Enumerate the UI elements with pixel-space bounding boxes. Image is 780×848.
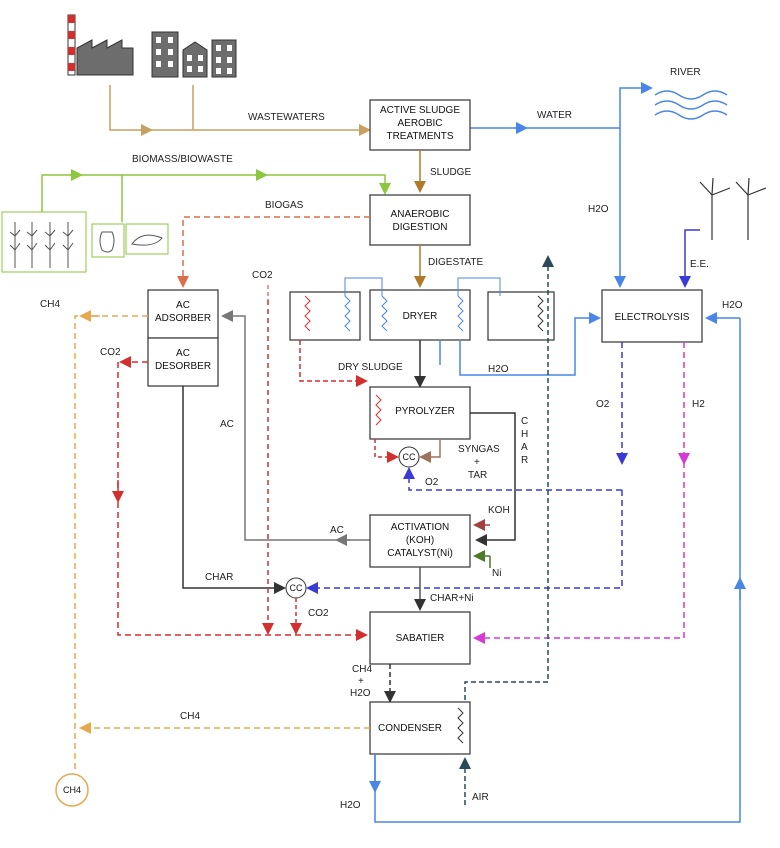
label-digestate: DIGESTATE bbox=[428, 257, 484, 268]
wastewater-flow bbox=[109, 85, 371, 136]
label-koh: KOH bbox=[488, 505, 510, 516]
dryer-label: DRYER bbox=[403, 311, 438, 322]
buildings-icon bbox=[151, 31, 237, 78]
active-sludge-label-1: ACTIVE SLUDGE bbox=[380, 105, 460, 116]
label-ch4h2o-3: H2O bbox=[350, 688, 371, 699]
anaerobic-label-1: ANAEROBIC bbox=[391, 209, 450, 220]
label-h2o-bottom: H2O bbox=[340, 800, 361, 811]
label-ch4-left: CH4 bbox=[40, 299, 60, 310]
label-ch4h2o-2: + bbox=[358, 676, 364, 687]
sabatier-block: SABATIER bbox=[369, 611, 471, 665]
ac-adsorber-block: AC ADSORBER bbox=[147, 289, 219, 339]
ch4-tank: CH4 bbox=[55, 773, 89, 807]
ac-adsorber-label-1: AC bbox=[176, 300, 190, 311]
dryer-group: DRYER bbox=[289, 277, 555, 341]
label-syngas-3: TAR bbox=[468, 470, 487, 481]
label-char-ni: CHAR+Ni bbox=[430, 593, 474, 604]
label-ni: Ni bbox=[492, 568, 501, 579]
ac-desorber-block: AC DESORBER bbox=[147, 337, 219, 387]
activation-label-3: CATALYST(Ni) bbox=[387, 548, 453, 559]
label-ee: E.E. bbox=[690, 259, 709, 270]
electrolysis-label: ELECTROLYSIS bbox=[615, 312, 690, 323]
label-co2-bottom: CO2 bbox=[308, 608, 329, 619]
condenser-block: CONDENSER bbox=[369, 701, 471, 755]
ac-adsorber-label-2: ADSORBER bbox=[155, 313, 211, 324]
anaerobic-label-2: DIGESTION bbox=[392, 222, 447, 233]
label-co2-left: CO2 bbox=[100, 347, 121, 358]
ac-desorber-label-1: AC bbox=[176, 348, 190, 359]
pyrolyzer-label: PYROLYZER bbox=[395, 406, 455, 417]
activation-block: ACTIVATION (KOH) CATALYST(Ni) bbox=[369, 514, 471, 568]
label-syngas-2: + bbox=[474, 457, 480, 468]
factory-icon bbox=[67, 14, 134, 76]
label-char: CHAR bbox=[205, 572, 233, 583]
pyrolyzer-block: PYROLYZER bbox=[369, 386, 471, 440]
cc-label-2: CC bbox=[290, 583, 303, 593]
label-co2-top: CO2 bbox=[252, 270, 273, 281]
label-char-v1: C bbox=[521, 416, 528, 427]
label-biomass: BIOMASS/BIOWASTE bbox=[132, 154, 233, 165]
wind-turbine-icon bbox=[699, 177, 767, 240]
label-h2: H2 bbox=[692, 399, 705, 410]
sabatier-label: SABATIER bbox=[396, 633, 445, 644]
cc-pyrolyzer: CC bbox=[398, 446, 420, 468]
condenser-label: CONDENSER bbox=[378, 723, 442, 734]
label-h2o-top: H2O bbox=[588, 204, 609, 215]
label-dry-sludge: DRY SLUDGE bbox=[338, 362, 403, 373]
active-sludge-label-2: AEROBIC bbox=[397, 118, 442, 129]
label-sludge: SLUDGE bbox=[430, 167, 471, 178]
label-wastewaters: WASTEWATERS bbox=[248, 112, 325, 123]
cc-bottom: CC bbox=[285, 577, 307, 599]
label-river: RIVER bbox=[670, 67, 701, 78]
river-icon bbox=[654, 90, 728, 120]
label-h2o-right: H2O bbox=[722, 300, 743, 311]
label-ac-out: AC bbox=[330, 525, 344, 536]
label-syngas-1: SYNGAS bbox=[458, 444, 500, 455]
electrolysis-block: ELECTROLYSIS bbox=[601, 289, 703, 343]
active-sludge-block: ACTIVE SLUDGE AEROBIC TREATMENTS bbox=[369, 99, 471, 151]
label-char-v2: H bbox=[521, 429, 528, 440]
ac-desorber-label-2: DESORBER bbox=[155, 361, 211, 372]
label-ch4h2o-1: CH4 bbox=[352, 664, 372, 675]
label-char-v4: R bbox=[521, 455, 528, 466]
cc-label-1: CC bbox=[403, 452, 416, 462]
water-flow bbox=[470, 82, 653, 288]
label-char-v3: A bbox=[521, 442, 528, 453]
label-ac: AC bbox=[220, 419, 234, 430]
anaerobic-block: ANAEROBIC DIGESTION bbox=[369, 194, 471, 246]
biowaste-icon bbox=[91, 223, 169, 258]
crops-icon bbox=[1, 211, 87, 273]
label-air: AIR bbox=[472, 792, 489, 803]
label-ch4-mid: CH4 bbox=[180, 711, 200, 722]
ch4-tank-label: CH4 bbox=[63, 785, 81, 795]
label-o2: O2 bbox=[596, 399, 610, 410]
activation-label-1: ACTIVATION bbox=[391, 522, 450, 533]
label-h2o-dryer: H2O bbox=[488, 364, 509, 375]
label-o2-mid: O2 bbox=[425, 477, 439, 488]
label-biogas: BIOGAS bbox=[265, 200, 304, 211]
activation-label-2: (KOH) bbox=[406, 535, 434, 546]
active-sludge-label-3: TREATMENTS bbox=[386, 131, 453, 142]
biomass-flow bbox=[41, 169, 391, 222]
label-water: WATER bbox=[537, 110, 572, 121]
